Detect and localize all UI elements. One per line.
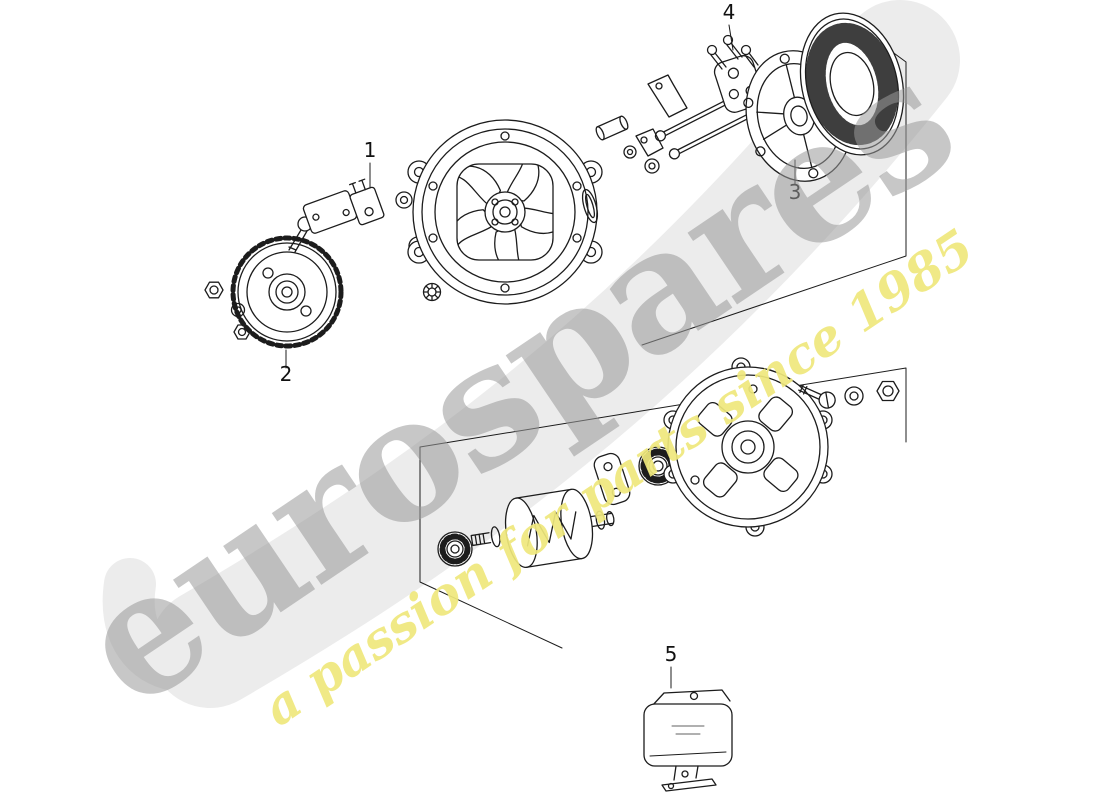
- cover-fasteners-drawing: [798, 380, 900, 409]
- watermark-swoosh-tail: [102, 558, 288, 692]
- rotor-drawing: [470, 488, 615, 568]
- spacer-and-rings-drawing: [581, 115, 660, 224]
- stator-drawing: [799, 12, 905, 156]
- terminal-screws-drawing: [706, 34, 759, 70]
- part-label-4: 4: [723, 0, 736, 24]
- voltage-regulator-drawing: [643, 689, 733, 792]
- brush-holder-drawing: [302, 178, 385, 234]
- watermark-swoosh: [150, 0, 960, 708]
- part-label-1: 1: [364, 138, 377, 162]
- fan-blades-drawing: [457, 164, 553, 260]
- gasket-drawing: [593, 452, 631, 506]
- rear-cover-drawing: [663, 357, 833, 537]
- pulley-drawing: [230, 235, 344, 349]
- brackets-drawing: [635, 74, 688, 157]
- front-bearing-drawing: [437, 531, 473, 567]
- part-label-3: 3: [789, 180, 802, 204]
- drive-end-housing-drawing: [407, 119, 603, 305]
- part-labels: 1 2 3 4 5: [280, 0, 802, 689]
- part-label-5: 5: [665, 642, 678, 666]
- pulley-fasteners-drawing: [204, 216, 313, 340]
- alternator-exploded-drawing: 1 2 3 4 5: [204, 0, 907, 792]
- part-label-2: 2: [280, 362, 293, 386]
